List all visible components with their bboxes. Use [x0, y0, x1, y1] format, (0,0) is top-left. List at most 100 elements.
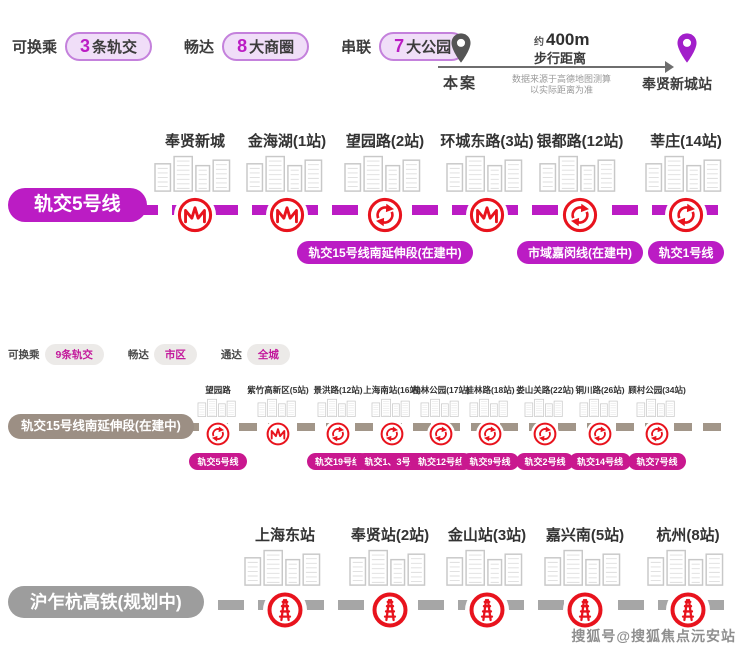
metric-prefix: 可换乘	[12, 39, 58, 56]
transfer-icon	[478, 422, 502, 446]
rail-label: 沪乍杭高铁(规划中)	[8, 586, 204, 618]
station-0: 上海东站	[225, 524, 345, 629]
disclaimer-line2: 以实际距离为准	[530, 85, 594, 95]
metro-logo-icon	[269, 197, 305, 233]
station-name: 杭州(8站)	[656, 527, 720, 544]
origin-pin-icon	[450, 32, 472, 64]
station-name: 铜川路(26站)	[575, 385, 625, 395]
transfer-icon	[588, 422, 612, 446]
metro-logo-icon	[469, 197, 505, 233]
station-3: 环城东路(3站)	[422, 130, 552, 233]
transfer-icon	[367, 197, 403, 233]
railway-icon	[566, 591, 604, 629]
station-name: 奉贤站(2站)	[350, 527, 430, 544]
connection-line-badge: 轨交15号线南延伸段(在建中)	[297, 241, 473, 264]
station-name: 上海东站	[254, 527, 315, 544]
station-name: 景洪路(12站)	[313, 385, 363, 395]
connection-line-badge: 轨交14号线	[568, 453, 631, 470]
connection-line-badge: 轨交1号线	[647, 241, 725, 264]
destination-pin-icon	[676, 32, 698, 64]
city-buildings-icon	[634, 397, 680, 422]
metric-prefix: 串联	[341, 39, 372, 56]
station-name: 望园路	[205, 385, 231, 395]
origin-label: 本案	[443, 75, 478, 92]
line5-track	[132, 205, 732, 215]
connection-line-badge: 轨交9号线	[461, 453, 519, 470]
city-buildings-icon	[642, 546, 734, 591]
city-buildings-icon	[255, 397, 301, 422]
city-buildings-icon	[467, 397, 513, 422]
city-buildings-icon	[241, 152, 333, 197]
railway-icon	[468, 591, 506, 629]
watermark: 搜狐号@搜狐焦点沅安站	[571, 628, 736, 644]
metric-prefix: 畅达	[184, 39, 215, 56]
walk-distance-line	[438, 61, 674, 73]
city-buildings-icon	[239, 546, 331, 591]
city-buildings-icon	[522, 397, 568, 422]
destination-label: 奉贤新城站	[642, 76, 712, 92]
metric-1: 畅达市区	[128, 344, 197, 365]
city-buildings-icon	[577, 397, 623, 422]
station-5: 莘庄(14站) 轨交1号线	[621, 130, 740, 264]
city-buildings-icon	[418, 397, 464, 422]
station-7: 铜川路(26站) 轨交14号线	[555, 384, 645, 470]
station-name: 奉贤新城	[164, 133, 225, 150]
transfer-icon	[533, 422, 557, 446]
station-1: 奉贤站(2站)	[330, 524, 450, 629]
metro-logo-icon	[177, 197, 213, 233]
city-buildings-icon	[369, 397, 415, 422]
distance-value: 400m	[546, 30, 590, 49]
station-name: 嘉兴南(5站)	[545, 527, 625, 544]
station-name: 莘庄(14站)	[650, 133, 722, 150]
city-buildings-icon	[539, 546, 631, 591]
railway-icon	[266, 591, 304, 629]
transfer-icon	[380, 422, 404, 446]
city-buildings-icon	[441, 546, 533, 591]
city-buildings-icon	[640, 152, 732, 197]
arrow-right-icon	[665, 61, 674, 73]
city-buildings-icon	[315, 397, 361, 422]
station-8: 顾村公园(34站) 轨交7号线	[612, 384, 702, 470]
metric-pill: 市区	[153, 344, 197, 365]
transfer-icon	[562, 197, 598, 233]
station-3: 嘉兴南(5站)	[525, 524, 645, 629]
station-1: 紫竹高新区(5站)	[233, 384, 323, 446]
station-name: 银都路(12站)	[536, 133, 624, 150]
station-0: 奉贤新城	[130, 130, 260, 233]
city-buildings-icon	[441, 152, 533, 197]
railway-icon	[669, 591, 707, 629]
connection-line-badge: 轨交19号线	[306, 453, 369, 470]
station-4: 桂林公园(17站) 轨交12号线	[396, 384, 486, 470]
city-buildings-icon	[195, 397, 241, 422]
connection-line-badge: 轨交2号线	[516, 453, 574, 470]
transfer-icon	[206, 422, 230, 446]
connection-line-badge: 轨交12号线	[409, 453, 472, 470]
connection-line-badge: 轨交5号线	[189, 453, 247, 470]
station-4: 杭州(8站)	[628, 524, 740, 629]
city-buildings-icon	[534, 152, 626, 197]
station-name: 环城东路(3站)	[440, 133, 534, 150]
city-buildings-icon	[339, 152, 431, 197]
connection-line-badge: 市域嘉闵线(在建中)	[517, 241, 643, 264]
line15-label: 轨交15号线南延伸段(在建中)	[8, 414, 194, 439]
station-name: 娄山关路(22站)	[516, 385, 574, 395]
station-2: 金山站(3站)	[427, 524, 547, 629]
disclaimer-line1: 数据来源于高德地图测算	[512, 74, 612, 84]
connection-line-badge: 轨交1、3号线	[356, 453, 428, 470]
station-3: 上海南站(16站) 轨交1、3号线	[347, 384, 437, 470]
station-2: 景洪路(12站) 轨交19号线	[293, 384, 383, 470]
transfer-icon	[668, 197, 704, 233]
station-0: 望园路 轨交5号线	[173, 384, 263, 470]
station-name: 上海南站(16站)	[363, 385, 421, 395]
metric-pill: 全城	[246, 344, 290, 365]
metric-2: 通达全城	[221, 344, 290, 365]
station-2: 望园路(2站) 轨交15号线南延伸段(在建中)	[297, 130, 473, 264]
